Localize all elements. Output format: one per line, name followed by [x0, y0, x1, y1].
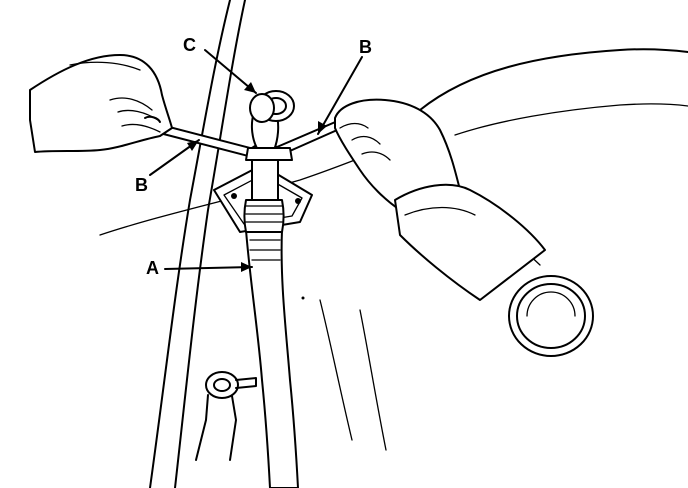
callout-b-left: B — [135, 175, 148, 195]
callout-c: C — [183, 35, 196, 55]
right-hand — [334, 98, 546, 301]
bracket — [195, 371, 257, 461]
callout-b-top: B — [359, 37, 372, 57]
body-panel-contours — [99, 0, 688, 488]
arrowhead-b-left — [187, 140, 199, 151]
leader-b-top — [317, 56, 363, 135]
leader-c — [204, 49, 257, 94]
left-hand — [29, 54, 173, 153]
arrowhead-c — [244, 82, 256, 93]
arrowhead-a — [241, 262, 252, 272]
arrowhead-b-top — [318, 121, 327, 134]
leader-arrows — [149, 49, 363, 272]
speck — [301, 296, 305, 300]
hose — [245, 229, 299, 488]
grommet-ring — [508, 275, 594, 357]
cap — [249, 90, 295, 123]
leader-a — [164, 266, 253, 270]
pliers — [147, 119, 345, 161]
callout-a: A — [146, 258, 159, 278]
